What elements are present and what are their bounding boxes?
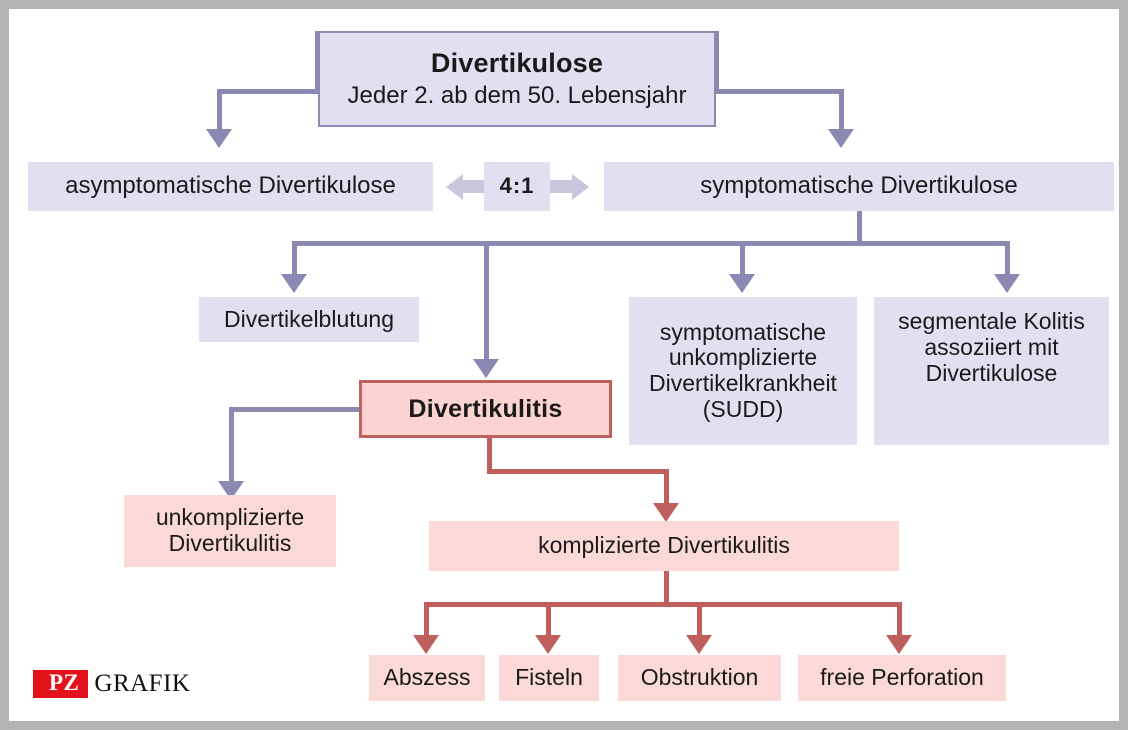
node-unkomplizierte-divertikulitis: unkomplizierte Divertikulitis [124, 495, 336, 567]
node-label: Obstruktion [640, 664, 759, 691]
connector-bus-to-sudd [740, 241, 745, 276]
title-subtitle: Jeder 2. ab dem 50. Lebensjahr [347, 81, 687, 109]
node-ratio-4-1: 4:1 [484, 162, 550, 211]
connector-komplizierte-drop [664, 571, 669, 605]
arrowhead-to-freie-perforation [886, 635, 912, 654]
node-label-line3: Divertikulose [925, 359, 1058, 386]
connector-title-left-drop [217, 89, 222, 131]
connector-row5-bus [424, 602, 902, 607]
connector-title-right-drop [839, 89, 844, 131]
connector-diverticulitis-bottom-drop [487, 438, 492, 473]
node-symptomatische-divertikulose: symptomatische Divertikulose [604, 162, 1114, 211]
node-label: Divertikelblutung [223, 305, 395, 332]
connector-title-right-horiz [714, 89, 844, 94]
connector-diverticulitis-left-drop [229, 407, 234, 483]
node-asymptomatische-divertikulose: asymptomatische Divertikulose [28, 162, 433, 211]
node-segmentale-kolitis: segmentale Kolitis assoziiert mit Divert… [874, 297, 1109, 445]
node-label: symptomatische Divertikulose [700, 172, 1018, 200]
arrowhead-to-divertikelblutung [281, 274, 307, 293]
node-label: Divertikulitis [408, 395, 563, 423]
node-komplizierte-divertikulitis: komplizierte Divertikulitis [429, 521, 899, 571]
arrowhead-to-divertikulitis [473, 359, 499, 378]
connector-diverticulitis-left-horiz [229, 407, 361, 412]
node-label-line4: (SUDD) [702, 395, 784, 422]
arrowhead-to-segmentale-kolitis [994, 274, 1020, 293]
node-label: freie Perforation [820, 664, 984, 691]
node-sudd: symptomatische unkomplizierte Divertikel… [629, 297, 857, 445]
node-label: komplizierte Divertikulitis [538, 532, 790, 559]
arrowhead-to-symptomatic [828, 129, 854, 148]
connector-title-right-vert-stub [714, 31, 719, 93]
connector-row3-bus [292, 241, 1010, 246]
pz-logo-word: GRAFIK [94, 670, 191, 697]
arrowhead-to-obstruktion [686, 635, 712, 654]
node-fisteln: Fisteln [499, 655, 599, 701]
node-label-line2: unkomplizierte [668, 344, 818, 371]
node-label-line1: segmentale Kolitis [898, 308, 1085, 334]
ratio-label: 4:1 [499, 173, 535, 199]
node-obstruktion: Obstruktion [618, 655, 781, 701]
node-freie-perforation: freie Perforation [798, 655, 1006, 701]
pz-grafik-logo: PZ GRAFIK [33, 670, 190, 698]
title-heading: Divertikulose [430, 48, 604, 79]
node-label-line1: unkomplizierte [155, 504, 305, 531]
node-label-line1: symptomatische [659, 318, 827, 345]
node-label: asymptomatische Divertikulose [65, 172, 396, 200]
connector-bus-to-bleeding [292, 241, 297, 276]
arrowhead-to-abszess [413, 635, 439, 654]
node-divertikelblutung: Divertikelblutung [199, 297, 419, 342]
node-abszess: Abszess [369, 655, 485, 701]
connector-bus-to-freie-perforation [897, 602, 902, 637]
connector-bus-to-abszess [424, 602, 429, 637]
connector-bus-to-obstruktion [697, 602, 702, 637]
node-label-line2: assoziiert mit [924, 333, 1059, 360]
arrowhead-to-komplizierte-divertikulitis [653, 503, 679, 522]
diagram-canvas: Divertikulose Jeder 2. ab dem 50. Lebens… [9, 9, 1119, 721]
node-label-line3: Divertikelkrankheit [649, 370, 837, 396]
connector-to-komplizierte-drop [664, 469, 669, 507]
connector-symptomatic-drop [857, 211, 862, 244]
ratio-stub-right [548, 180, 574, 193]
connector-diverticulitis-bottom-horiz [487, 469, 669, 474]
node-divertikulitis: Divertikulitis [359, 380, 612, 438]
arrowhead-to-fisteln [535, 635, 561, 654]
node-label: Abszess [383, 664, 471, 691]
connector-title-left-vert-stub [315, 31, 320, 93]
connector-bus-to-diverticulitis [484, 241, 489, 361]
arrowhead-to-asymptomatic [206, 129, 232, 148]
node-label: Fisteln [515, 664, 583, 691]
pz-logo-mark: PZ [33, 670, 89, 698]
node-divertikulose-title: Divertikulose Jeder 2. ab dem 50. Lebens… [318, 31, 716, 127]
connector-bus-to-fisteln [546, 602, 551, 637]
arrowhead-to-sudd [729, 274, 755, 293]
node-label-line2: Divertikulitis [168, 530, 292, 556]
arrowhead-ratio-left [446, 174, 463, 200]
ratio-stub-left [461, 180, 487, 193]
connector-bus-to-colitis [1005, 241, 1010, 276]
connector-title-left-horiz [217, 89, 319, 94]
arrowhead-ratio-right [572, 174, 589, 200]
